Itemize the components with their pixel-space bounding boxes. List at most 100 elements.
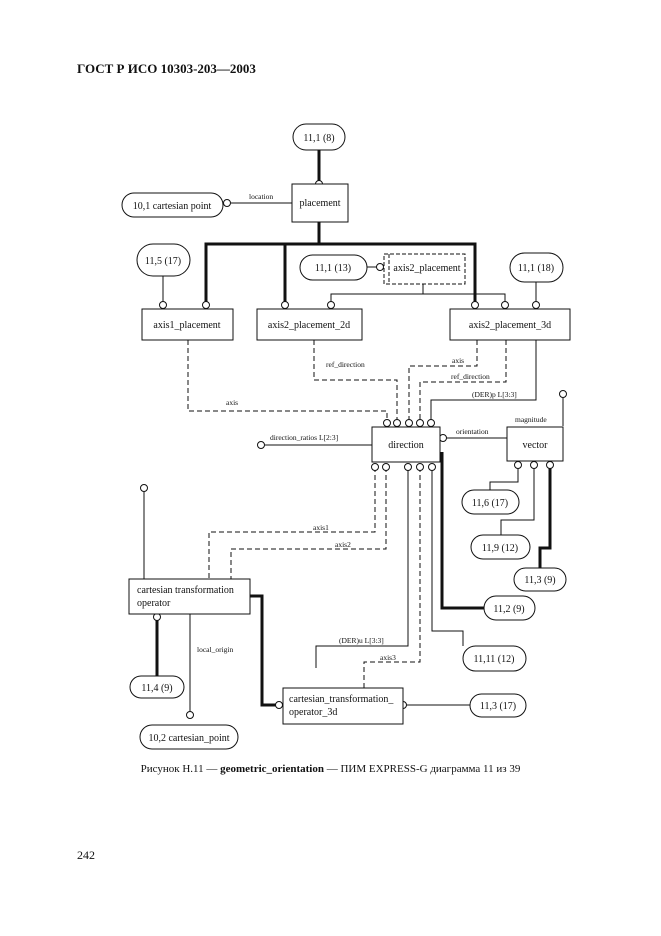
- ref-11-9-12-label: 11,9 (12): [482, 543, 518, 554]
- relation-circle: [546, 461, 554, 469]
- ref-11-3-9: [513, 567, 567, 592]
- ref-11-4-9: [129, 675, 185, 699]
- relation-circle: [371, 463, 379, 471]
- relation-circle: [383, 419, 391, 427]
- ref-11-3-9-label: 11,3 (9): [524, 575, 555, 586]
- caption-suffix: — ПИМ EXPRESS-G диаграмма 11 из 39: [323, 763, 521, 775]
- entity-axis2-placement-3d-label: axis2_placement_3d: [469, 320, 551, 331]
- attr-location: location: [249, 192, 273, 201]
- entity-cartesian-transformation-operator: [128, 578, 251, 615]
- relation-circle: [559, 390, 567, 398]
- relation-cto-axis1: [208, 467, 376, 579]
- relation-circle: [281, 301, 289, 309]
- ref-11-11-12-label: 11,11 (12): [474, 654, 515, 665]
- relation-vector-11-6: [489, 465, 519, 492]
- attr-axis-3d: axis: [452, 356, 464, 365]
- attr-ref-direction-3d: ref_direction: [451, 372, 490, 381]
- relation-cto3d-derived-u: [315, 467, 409, 668]
- entity-axis1-placement-label: axis1_placement: [153, 320, 220, 331]
- ref-10-1-label: 10,1 cartesian point: [133, 201, 212, 212]
- relation-circle: [428, 463, 436, 471]
- attr-derived-u: (DER)u L[3:3]: [339, 636, 384, 645]
- attr-derived-p: (DER)p L[3:3]: [472, 390, 517, 399]
- attr-magnitude: magnitude: [515, 415, 547, 424]
- relation-vector-11-3: [538, 465, 552, 568]
- ref-11-3-17-label: 11,3 (17): [480, 701, 516, 712]
- relation-circle: [257, 441, 265, 449]
- relation-vector-11-9: [500, 465, 535, 535]
- figure-caption: Рисунок Н.11 — geometric_orientation — П…: [0, 763, 661, 775]
- relation-circle: [514, 461, 522, 469]
- relation-subtype-axis2-3d: [319, 242, 477, 302]
- relation-circle: [439, 434, 447, 442]
- relation-select-2d: [330, 284, 424, 302]
- ref-10-2-label: 10,2 cartesian_point: [148, 733, 229, 744]
- attr-axis-1: axis: [226, 398, 238, 407]
- relation-circle: [471, 301, 479, 309]
- relation-subtype-axis1: [204, 222, 321, 302]
- ref-11-1-13-label: 11,1 (13): [315, 263, 351, 274]
- ref-11-1-8: [292, 123, 346, 151]
- relation-circle: [416, 463, 424, 471]
- standard-header: ГОСТ Р ИСО 10303-203—2003: [77, 61, 256, 76]
- entity-direction: [371, 426, 441, 463]
- entity-direction-label: direction: [388, 440, 424, 451]
- entity-cartesian-transformation-operator-3d: [282, 687, 404, 725]
- ref-11-5-17-label: 11,5 (17): [145, 256, 181, 267]
- attr-axis2: axis2: [335, 540, 351, 549]
- entity-vector: [506, 426, 564, 462]
- entity-cto-label-line1: cartesian transformation: [137, 585, 234, 596]
- attr-local-origin: local_origin: [197, 645, 233, 654]
- entity-axis1-placement: [141, 308, 234, 341]
- ref-11-1-8-label: 11,1 (8): [303, 133, 334, 144]
- relation-circle: [393, 419, 401, 427]
- ref-11-4-9-label: 11,4 (9): [141, 683, 172, 694]
- entity-cto3d-label-line1: cartesian_transformation_: [289, 694, 394, 705]
- ref-11-9-12: [470, 534, 531, 560]
- caption-schema-name: geometric_orientation: [220, 763, 324, 775]
- ref-11-6-17-label: 11,6 (17): [472, 498, 508, 509]
- entity-placement-label: placement: [299, 198, 340, 209]
- relation-circle: [532, 301, 540, 309]
- relation-axis1-axis: [187, 340, 388, 420]
- relation-circle: [530, 461, 538, 469]
- relation-circle: [404, 463, 412, 471]
- ref-10-2-cartesian-point: [139, 724, 239, 750]
- relation-circle: [427, 419, 435, 427]
- relation-3d-ref-direction: [419, 340, 507, 420]
- entity-cto3d-label-line2: operator_3d: [289, 707, 337, 718]
- page-number: 242: [77, 848, 95, 862]
- relation-circle: [202, 301, 210, 309]
- ref-10-1-cartesian-point: [121, 192, 224, 218]
- relation-3d-axis: [408, 340, 478, 420]
- relation-circle: [405, 419, 413, 427]
- relation-circle: [327, 301, 335, 309]
- entity-axis2-placement-2d-label: axis2_placement_2d: [268, 320, 350, 331]
- relation-cto-subtype-3d: [250, 594, 276, 707]
- relation-circle: [275, 701, 283, 709]
- entity-axis2-placement-2d: [256, 308, 363, 341]
- ref-11-6-17: [461, 489, 520, 515]
- caption-prefix: Рисунок Н.11 —: [140, 763, 221, 775]
- ref-11-5-17: [136, 243, 191, 277]
- ref-11-3-17: [469, 693, 527, 718]
- relation-circle: [501, 301, 509, 309]
- entity-cto-label-line2: operator: [137, 598, 171, 609]
- select-type-axis2-placement: [383, 253, 466, 285]
- entity-vector-label: vector: [523, 440, 549, 451]
- relation-circle: [186, 711, 194, 719]
- relation-circle: [153, 613, 161, 621]
- relation-circle: [140, 484, 148, 492]
- select-type-axis2-placement-label: axis2_placement: [393, 263, 460, 274]
- ref-11-1-18: [509, 252, 564, 283]
- ref-11-2-9-label: 11,2 (9): [493, 604, 524, 615]
- relation-select-3d: [423, 293, 506, 302]
- relation-cto-axis2: [230, 467, 387, 579]
- relation-circle: [223, 199, 231, 207]
- relation-direction-11-11: [431, 467, 464, 646]
- ref-11-2-9: [483, 595, 536, 621]
- relation-direction-11-2: [440, 452, 484, 610]
- ref-11-11-12: [462, 645, 527, 672]
